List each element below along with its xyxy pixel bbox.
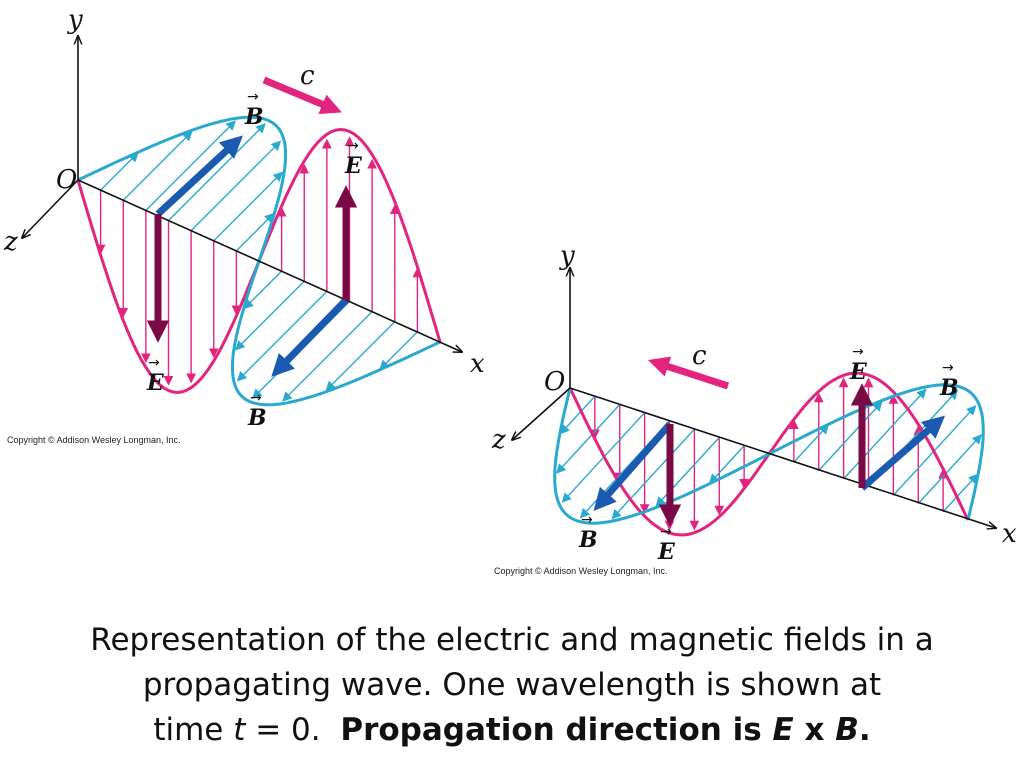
left-origin-label: O bbox=[56, 165, 77, 195]
b-field-arrow bbox=[234, 280, 305, 351]
b-field-arrow bbox=[168, 123, 266, 221]
right-c-label: c bbox=[692, 341, 707, 371]
svg-text:E: E bbox=[849, 359, 868, 385]
caption: Representation of the electric and magne… bbox=[0, 618, 1024, 753]
b-field-arrow bbox=[325, 321, 396, 392]
left-b-main-vector-2 bbox=[271, 297, 349, 377]
caption-e-symbol: E bbox=[772, 712, 794, 748]
vector-arrow-icon: → bbox=[852, 344, 864, 360]
left-b-main-vector bbox=[155, 135, 243, 217]
b-field-arrow bbox=[190, 140, 282, 232]
caption-time-eq: = 0. bbox=[245, 712, 321, 748]
svg-text:E: E bbox=[146, 370, 165, 396]
svg-text:B: B bbox=[244, 104, 264, 130]
right-y-label: y bbox=[559, 241, 575, 271]
left-z-label: z bbox=[3, 227, 18, 257]
right-b-main-vector-2 bbox=[859, 415, 946, 491]
left-c-label: c bbox=[300, 61, 315, 91]
right-c-direction-arrow bbox=[648, 356, 730, 390]
svg-text:B: B bbox=[247, 405, 267, 431]
left-copyright: Copyright © Addison Wesley Longman, Inc. bbox=[7, 435, 181, 445]
b-field-arrow bbox=[942, 473, 979, 513]
vector-arrow-icon: → bbox=[247, 89, 259, 105]
caption-b-symbol: B bbox=[835, 712, 859, 748]
right-z-axis bbox=[512, 387, 571, 440]
right-b-main-vector bbox=[593, 421, 673, 512]
b-field-arrow bbox=[559, 395, 596, 435]
left-c-direction-arrow bbox=[262, 76, 342, 115]
vector-arrow-icon: → bbox=[660, 524, 672, 540]
svg-text:E: E bbox=[344, 153, 363, 179]
b-field-arrow bbox=[818, 401, 883, 471]
left-diagram: y O z x c → B → E → E → B Copyright © Ad… bbox=[3, 5, 485, 445]
svg-text:E: E bbox=[657, 539, 676, 565]
left-z-axis bbox=[22, 179, 79, 238]
svg-text:B: B bbox=[939, 375, 959, 401]
vector-arrow-icon: → bbox=[250, 390, 262, 406]
b-field-arrow bbox=[917, 434, 983, 504]
b-field-arrow bbox=[100, 152, 139, 191]
vector-arrow-icon: → bbox=[148, 355, 160, 371]
caption-line-2: propagating wave. One wavelength is show… bbox=[142, 667, 882, 703]
left-e-label-top: → E bbox=[344, 138, 363, 179]
caption-line-1: Representation of the electric and magne… bbox=[90, 622, 934, 658]
left-b-label-bottom: → B bbox=[247, 390, 267, 431]
caption-time-prefix: time bbox=[153, 712, 234, 748]
caption-time-var: t bbox=[233, 712, 246, 748]
caption-propagation-text: Propagation direction is bbox=[340, 712, 773, 748]
b-field-arrow bbox=[282, 311, 373, 402]
right-z-label: z bbox=[491, 425, 506, 455]
vector-arrow-icon: → bbox=[581, 512, 593, 528]
b-field-arrow bbox=[793, 424, 830, 463]
b-field-arrow bbox=[843, 388, 927, 480]
right-diagram: y O z x c → E → B → B → E Copyright © Ad… bbox=[491, 241, 1017, 576]
right-origin-label: O bbox=[544, 367, 565, 397]
b-field-arrow bbox=[243, 270, 283, 310]
right-x-label: x bbox=[1002, 519, 1017, 549]
b-field-arrow bbox=[235, 212, 275, 252]
right-copyright: Copyright © Addison Wesley Longman, Inc. bbox=[494, 566, 668, 576]
right-b-label-bottom: → B bbox=[578, 512, 598, 553]
right-e-label-bottom: → E bbox=[657, 524, 676, 565]
right-x-axis bbox=[569, 387, 996, 528]
right-e-label-top: → E bbox=[849, 344, 868, 385]
b-field-arrow bbox=[708, 445, 745, 484]
b-field-arrow bbox=[379, 331, 418, 370]
b-field-arrow bbox=[122, 130, 193, 201]
vector-arrow-icon: → bbox=[942, 360, 954, 376]
caption-period: . bbox=[858, 712, 871, 748]
svg-text:B: B bbox=[578, 527, 598, 553]
b-field-arrow bbox=[236, 290, 328, 382]
left-x-axis bbox=[77, 179, 462, 352]
right-b-label-top: → B bbox=[939, 360, 959, 401]
left-b-label-top: → B bbox=[244, 89, 264, 130]
left-x-label: x bbox=[470, 349, 485, 379]
caption-cross-symbol: x bbox=[793, 712, 836, 748]
b-field-arrow bbox=[555, 404, 621, 474]
left-e-label-bottom: → E bbox=[146, 355, 165, 396]
b-field-arrow bbox=[213, 171, 284, 242]
left-y-label: y bbox=[67, 5, 83, 35]
b-field-arrow bbox=[145, 120, 236, 211]
vector-arrow-icon: → bbox=[347, 138, 359, 154]
b-field-arrow bbox=[611, 428, 695, 520]
caption-line-3: time t = 0. Propagation direction is E x… bbox=[0, 708, 1024, 753]
